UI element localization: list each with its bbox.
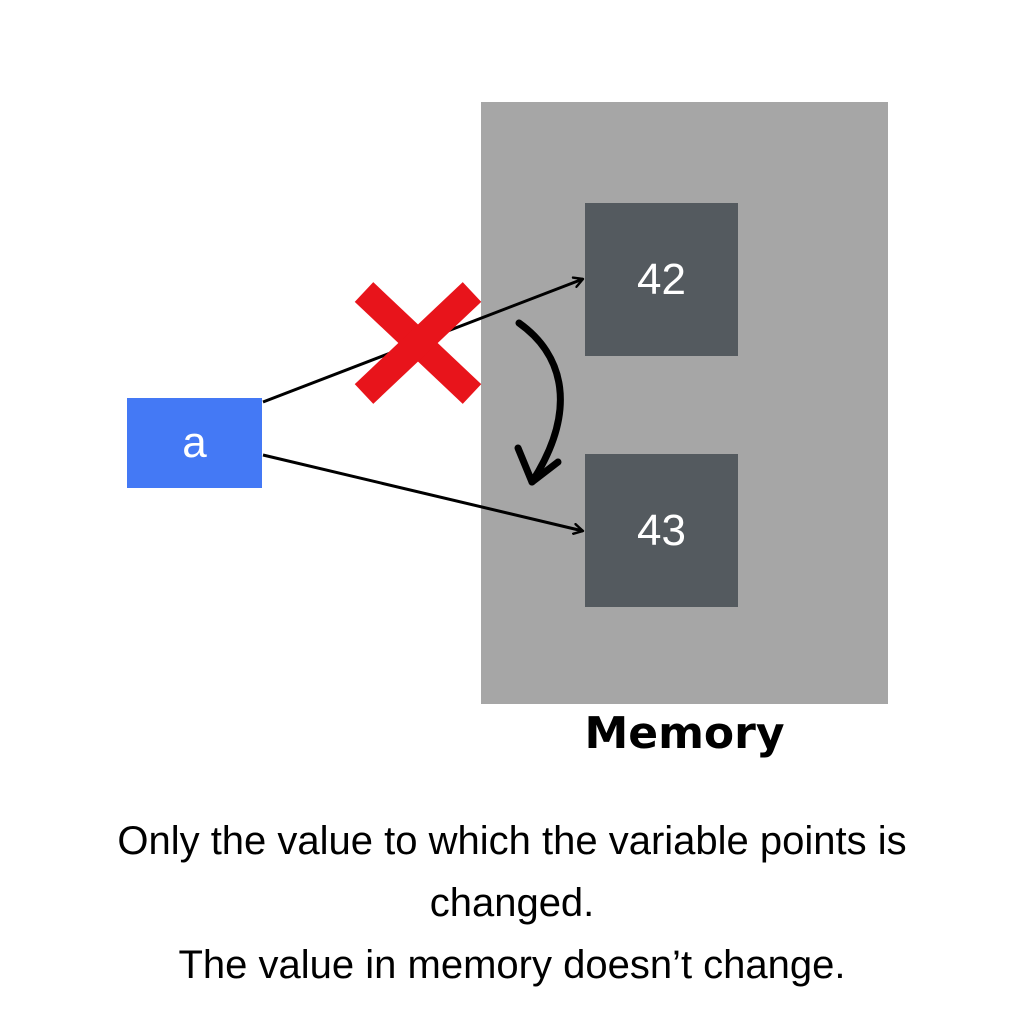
caption-line-1: Only the value to which the variable poi… (117, 819, 907, 863)
curved-arrow-icon (514, 319, 564, 486)
memory-cell-old: 42 (585, 203, 738, 356)
caption: Only the value to which the variable poi… (30, 810, 994, 996)
memory-cell-old-value: 42 (637, 254, 686, 304)
memory-cell-current-value: 43 (637, 505, 686, 555)
variable-name: a (182, 418, 207, 467)
memory-label: Memory (584, 708, 785, 759)
variable-box: a (127, 398, 262, 488)
memory-cell-current: 43 (585, 454, 738, 607)
caption-line-2: changed. (429, 881, 595, 925)
new-pointer-arrow (262, 453, 583, 531)
x-mark-icon (354, 282, 482, 404)
caption-line-3: The value in memory doesn’t change. (178, 943, 846, 987)
